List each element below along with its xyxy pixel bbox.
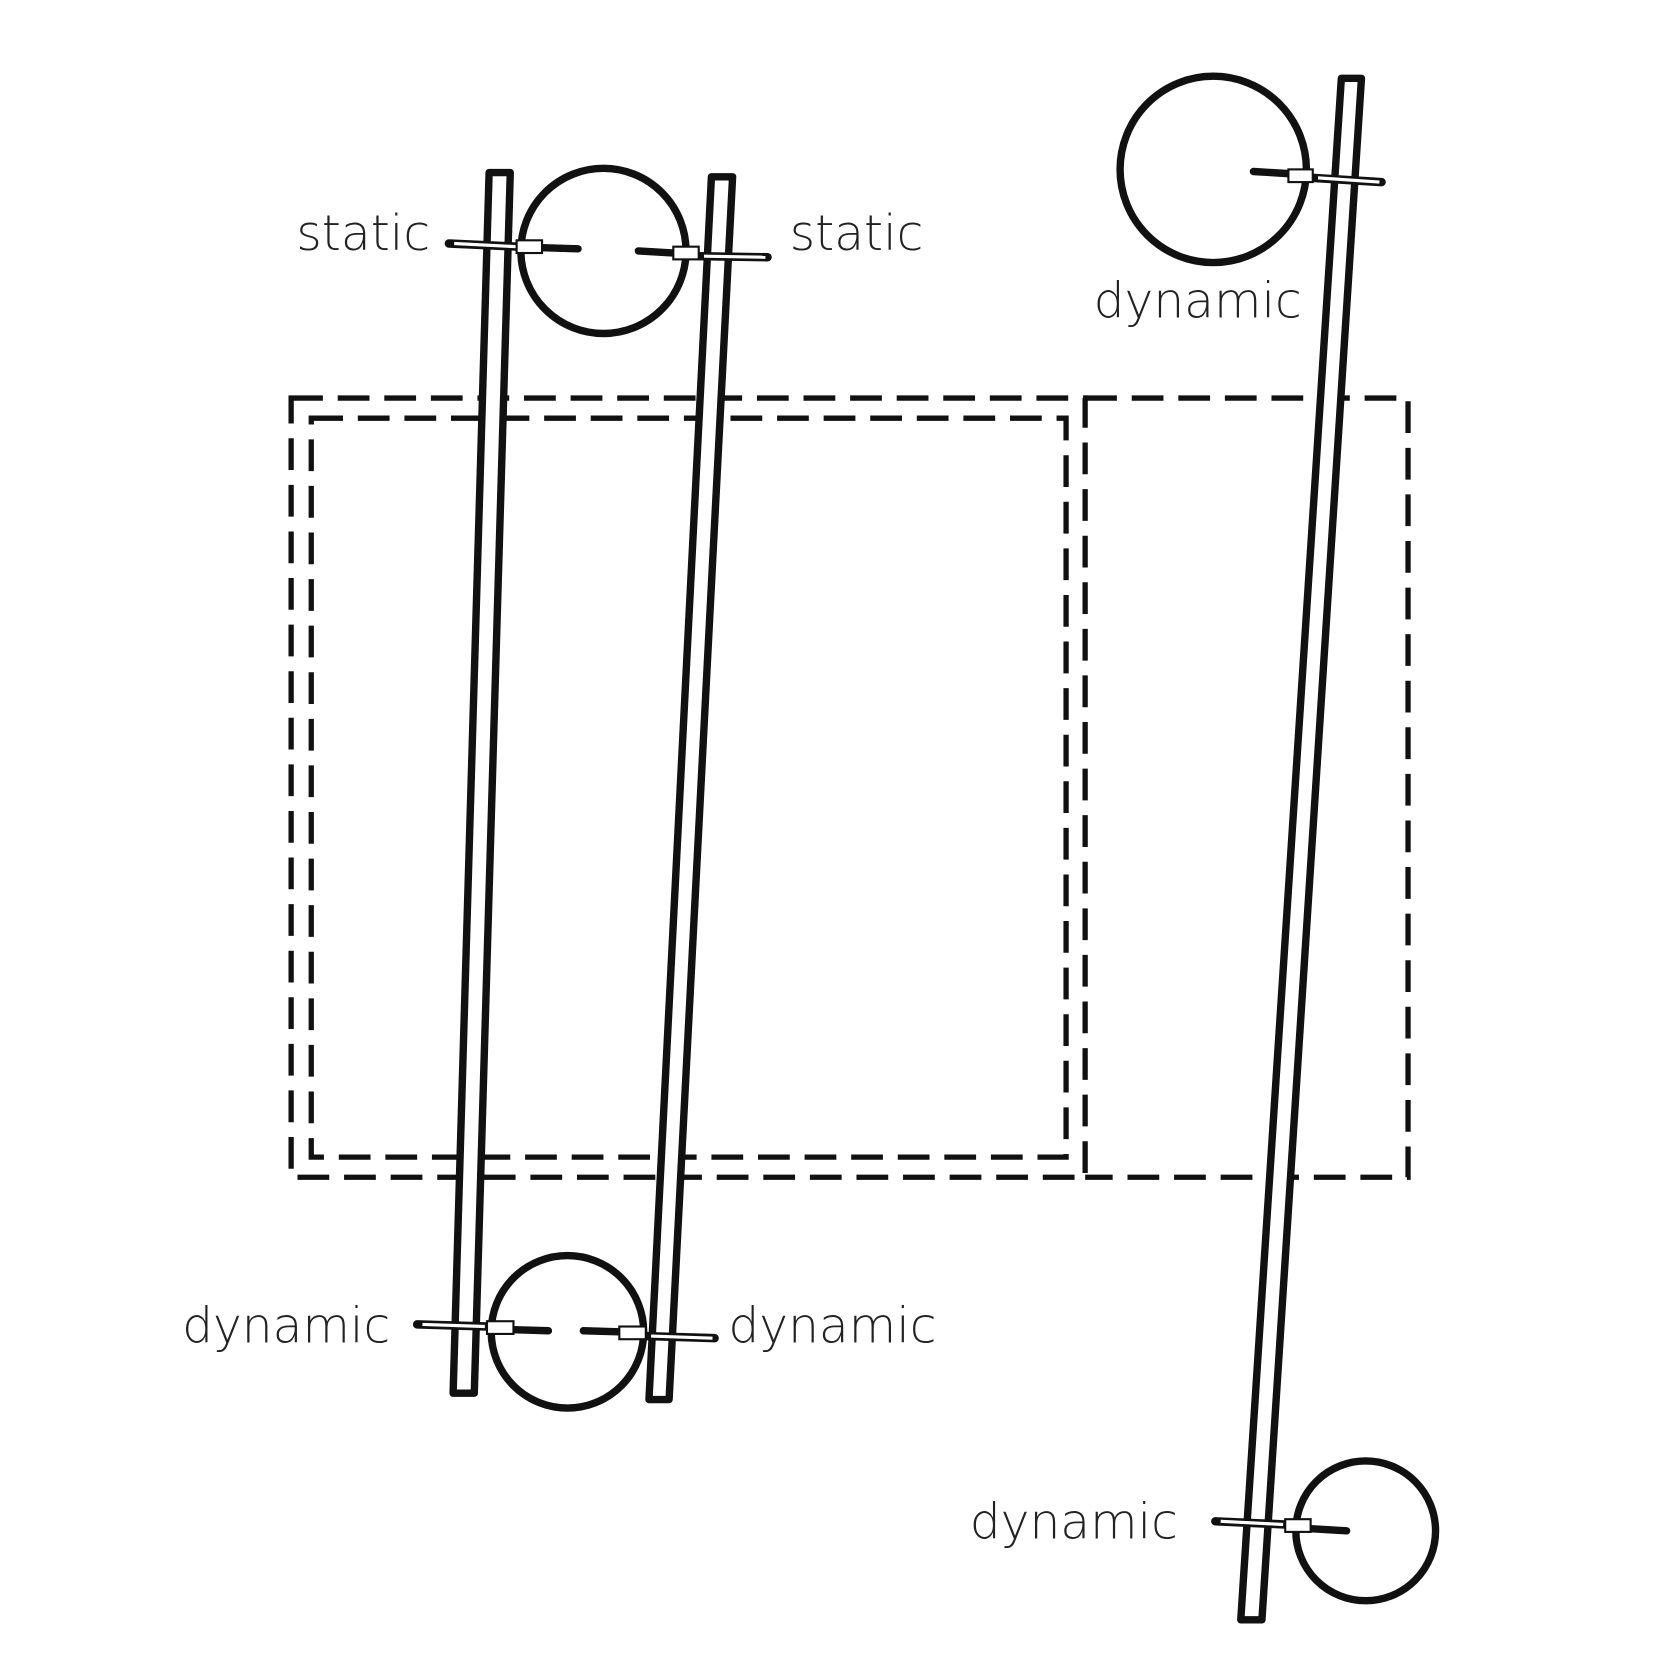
connector-pin [1249,167,1293,178]
connector-rod-core [1317,176,1380,184]
connector-pin [509,1325,553,1335]
outer-dashed-frame [288,395,1088,1180]
label-dynamic-lower-right: dynamic [970,1494,1178,1550]
connector-box [672,245,700,261]
inner-dashed-frame [308,415,1069,1160]
bar-right [1237,74,1366,1624]
connector-pin [1306,1525,1351,1535]
connector-box [1287,168,1314,184]
connector-rod-core [1220,1519,1284,1527]
connector-box [618,1325,647,1341]
connector-pin [538,244,582,253]
connector-box [485,1320,515,1335]
connector-rod-core [703,254,766,259]
connector-rod-core [454,241,517,249]
connector-pin [579,1327,624,1336]
bar-left [449,168,514,1397]
connector-box [515,239,544,255]
label-static-right: static [790,206,924,262]
connector-rod-core [651,1334,713,1340]
label-dynamic-upper-right: dynamic [1094,274,1302,330]
connector-pin [634,247,679,257]
right-dashed-frame [1085,395,1411,1180]
bar-middle [645,173,737,1404]
label-static-left: static [296,206,430,262]
label-dynamic-bottom-left: dynamic [182,1298,390,1354]
connector-rod-core [422,1322,485,1329]
label-dynamic-bottom-right: dynamic [728,1298,936,1354]
connector-box [1284,1518,1312,1533]
